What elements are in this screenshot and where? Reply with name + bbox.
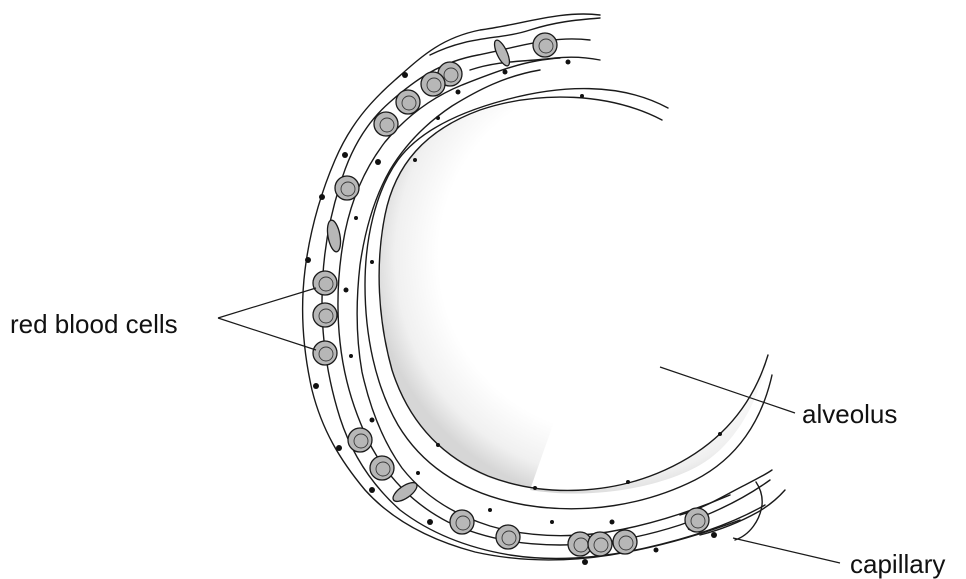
red-blood-cell: [496, 525, 520, 549]
capillary-label: capillary: [850, 549, 945, 579]
red-blood-cell: [450, 510, 474, 534]
red-blood-cell: [396, 90, 420, 114]
nucleus: [336, 445, 342, 451]
red-blood-cells-label: red blood cells: [10, 309, 178, 339]
red-blood-cell: [313, 271, 337, 295]
red-blood-cell: [348, 428, 372, 452]
nucleus: [582, 559, 588, 565]
nucleus: [413, 158, 417, 162]
nucleus: [427, 519, 433, 525]
rbc-leader-lower: [218, 318, 316, 350]
capillary-leader: [733, 538, 840, 563]
nucleus: [402, 72, 408, 78]
nucleus: [369, 487, 375, 493]
red-blood-cell-edge: [325, 219, 342, 253]
nucleus: [313, 383, 319, 389]
nucleus: [319, 194, 325, 200]
nucleus: [550, 520, 554, 524]
red-blood-cell: [685, 508, 709, 532]
nucleus: [626, 480, 630, 484]
capillary-strand-top-2: [470, 57, 600, 70]
nucleus: [436, 116, 440, 120]
nucleus: [375, 159, 381, 165]
nucleus: [305, 257, 311, 263]
alveolus: [365, 89, 772, 509]
red-blood-cell: [374, 112, 398, 136]
nucleus: [718, 432, 722, 436]
red-blood-cell: [313, 341, 337, 365]
nucleus: [349, 354, 353, 358]
nucleus: [503, 70, 508, 75]
capillary-strand-right-3: [735, 482, 762, 540]
red-blood-cell: [533, 33, 557, 57]
red-blood-cell: [335, 176, 359, 200]
red-blood-cell: [313, 303, 337, 327]
rbc-leader-upper: [218, 288, 316, 318]
nucleus: [580, 94, 584, 98]
alveolus-interior: [379, 99, 768, 494]
nucleus: [436, 443, 440, 447]
red-blood-cell: [370, 456, 394, 480]
nucleus: [370, 418, 375, 423]
red-blood-cell: [421, 72, 445, 96]
nucleus: [488, 508, 492, 512]
alveolus-label: alveolus: [802, 399, 897, 429]
red-blood-cell: [588, 532, 612, 556]
nucleus: [566, 60, 571, 65]
nucleus: [416, 471, 420, 475]
nucleus: [344, 288, 349, 293]
alveolus-leader: [660, 367, 795, 413]
nucleus: [533, 486, 537, 490]
nucleus: [354, 216, 358, 220]
red-blood-cell: [613, 530, 637, 554]
nucleus: [342, 152, 348, 158]
nucleus: [654, 548, 659, 553]
nucleus: [456, 90, 461, 95]
nucleus: [370, 260, 374, 264]
nucleus: [711, 532, 717, 538]
nucleus: [610, 520, 615, 525]
